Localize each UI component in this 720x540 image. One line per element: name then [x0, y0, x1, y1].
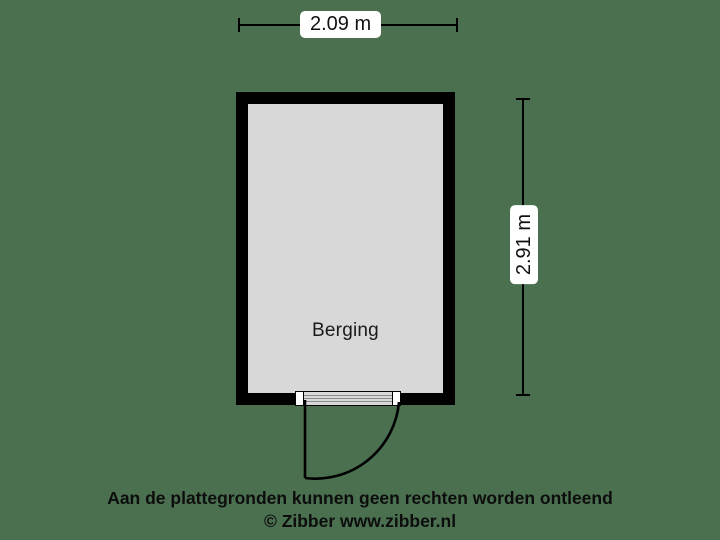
footer-line-1: Aan de plattegronden kunnen geen rechten… [107, 488, 613, 508]
door-swing-arc-icon [303, 400, 401, 480]
room-name-label: Berging [312, 320, 379, 341]
door-opening [295, 390, 405, 485]
height-dimension-tick-start [516, 98, 530, 100]
height-dimension-label: 2.91 m [510, 205, 538, 285]
door-jamb-right [392, 391, 401, 406]
width-dimension-tick-end [456, 18, 458, 32]
room-floor-fill [248, 104, 443, 393]
width-dimension-tick-start [238, 18, 240, 32]
width-dimension-label: 2.09 m [300, 11, 382, 38]
footer-disclaimer: Aan de plattegronden kunnen geen rechten… [0, 487, 720, 533]
door-jamb-left [295, 391, 304, 406]
room-berging: Berging [236, 92, 455, 405]
height-dimension-tick-end [516, 394, 530, 396]
footer-line-2: © Zibber www.zibber.nl [263, 511, 457, 532]
door-threshold [295, 391, 401, 406]
